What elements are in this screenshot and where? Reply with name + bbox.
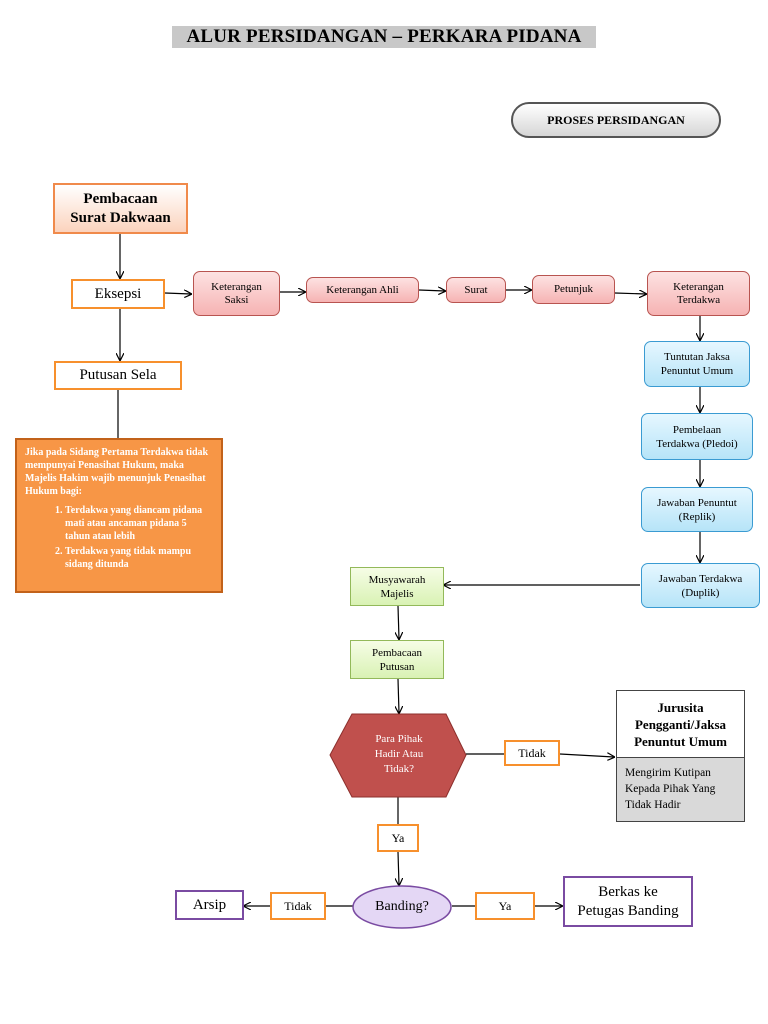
arrow-eksepsi-saksi <box>164 293 191 294</box>
label-ya-banding: Ya <box>475 892 535 920</box>
node-duplik: Jawaban Terdakwa (Duplik) <box>641 563 760 608</box>
node-replik: Jawaban Penuntut (Replik) <box>641 487 753 532</box>
label-ya-hadir: Ya <box>377 824 419 852</box>
arrow-tidak-jurusita <box>559 754 614 757</box>
jurusita-body: Mengirim Kutipan Kepada Pihak Yang Tidak… <box>625 767 716 811</box>
process-badge: PROSES PERSIDANGAN <box>511 102 721 138</box>
node-arsip: Arsip <box>175 890 244 920</box>
note-item: Terdakwa yang diancam pidana mati atau a… <box>65 504 213 543</box>
node-musyawarah: Musyawarah Majelis <box>350 567 444 606</box>
node-keterangan-ahli: Keterangan Ahli <box>306 277 419 303</box>
jurusita-box: Jurusita Pengganti/Jaksa Penuntut Umum M… <box>616 690 745 822</box>
node-surat: Surat <box>446 277 506 303</box>
node-keterangan-terdakwa: Keterangan Terdakwa <box>647 271 750 316</box>
node-keterangan-saksi: Keterangan Saksi <box>193 271 280 316</box>
page-title: ALUR PERSIDANGAN – PERKARA PIDANA <box>172 26 596 48</box>
label-tidak-banding: Tidak <box>270 892 326 920</box>
node-pembacaan-dakwaan: Pembacaan Surat Dakwaan <box>53 183 188 234</box>
node-pembacaan-putusan: Pembacaan Putusan <box>350 640 444 679</box>
banding-label: Banding? <box>375 899 429 914</box>
note-list: Terdakwa yang diancam pidana mati atau a… <box>25 504 213 571</box>
note-intro: Jika pada Sidang Pertama Terdakwa tidak … <box>25 447 209 497</box>
arrow-petunjuk-terdakwa <box>614 293 646 294</box>
legal-counsel-note: Jika pada Sidang Pertama Terdakwa tidak … <box>15 438 223 593</box>
arrow-musyawarah-putusan <box>398 605 399 639</box>
node-putusan-sela: Putusan Sela <box>54 361 182 390</box>
node-petunjuk: Petunjuk <box>532 275 615 304</box>
node-berkas-banding: Berkas ke Petugas Banding <box>563 876 693 927</box>
arrow-ahli-surat <box>418 290 445 291</box>
node-tuntutan: Tuntutan Jaksa Penuntut Umum <box>644 341 750 387</box>
decision-hexagon <box>329 713 467 798</box>
banding-ellipse <box>352 885 452 929</box>
node-eksepsi: Eksepsi <box>71 279 165 309</box>
decision-hadir-label: Para Pihak Hadir Atau Tidak? <box>374 732 424 775</box>
jurusita-title: Jurusita Pengganti/Jaksa Penuntut Umum <box>617 691 744 758</box>
arrow-putusan-decision <box>398 678 399 713</box>
node-pembelaan: Pembelaan Terdakwa (Pledoi) <box>641 413 753 460</box>
label-tidak-hadir: Tidak <box>504 740 560 766</box>
note-item: Terdakwa yang tidak mampu sidang ditunda <box>65 545 213 571</box>
arrow-ya-banding <box>398 851 399 885</box>
